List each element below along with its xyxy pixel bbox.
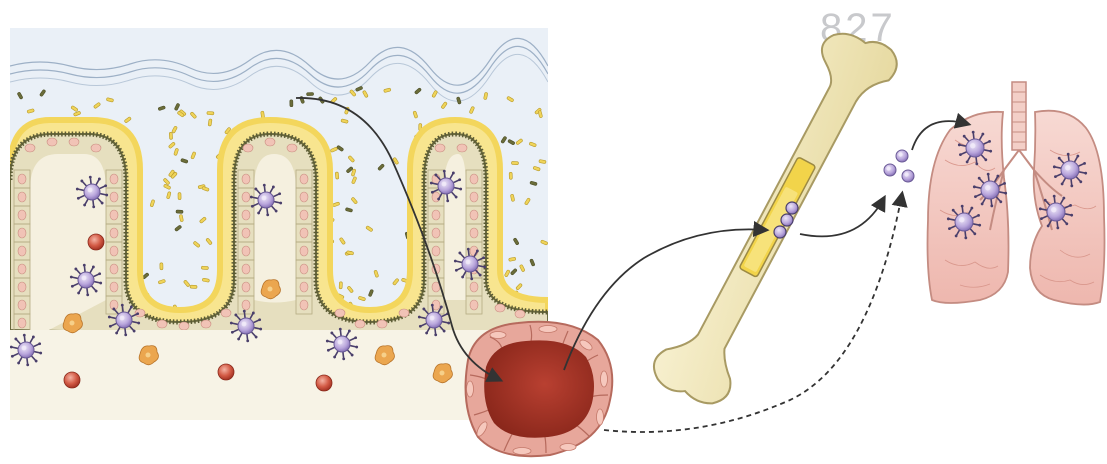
cell-nucleus [470, 300, 478, 310]
bacterium [201, 266, 208, 269]
cell-nucleus [179, 322, 189, 330]
cell-nucleus [242, 192, 250, 202]
cell-nucleus [435, 144, 445, 152]
marrow-precursor-cell [781, 214, 793, 226]
bacterium [207, 111, 214, 114]
cell-nucleus [18, 192, 26, 202]
cell-nucleus [432, 192, 440, 202]
bacterium [160, 263, 163, 270]
bacterium [178, 193, 181, 200]
bacterium [511, 161, 518, 164]
bacterium [190, 285, 197, 288]
macrophage-nucleus [382, 353, 387, 358]
cell-nucleus [110, 210, 118, 220]
cell-nucleus [432, 228, 440, 238]
cell-nucleus [157, 320, 167, 328]
cell-nucleus [242, 210, 250, 220]
circulating-precursor-cell [902, 170, 914, 182]
bacterium [176, 210, 183, 213]
cell-nucleus [18, 282, 26, 292]
cell-nucleus [18, 300, 26, 310]
circulating-precursor-cell [884, 164, 896, 176]
bacterium [335, 172, 339, 179]
cell-nucleus [91, 144, 101, 152]
cell-nucleus [242, 264, 250, 274]
cell-nucleus [25, 144, 35, 152]
bacterium [169, 132, 172, 139]
arrow-bone-marrow-to-circulation [800, 198, 884, 236]
cell-nucleus [300, 300, 308, 310]
cell-nucleus [300, 264, 308, 274]
bacterium [509, 172, 512, 179]
cell-nucleus [110, 282, 118, 292]
cell-nucleus [221, 309, 231, 317]
cell-nucleus [432, 246, 440, 256]
marrow-precursor-cell [774, 226, 786, 238]
cell-nucleus [470, 228, 478, 238]
cell-nucleus [470, 210, 478, 220]
bacterium [339, 282, 342, 289]
cell-nucleus [470, 282, 478, 292]
cell-nucleus [47, 138, 57, 146]
circulating-precursor-cell [896, 150, 908, 162]
cell-nucleus [470, 174, 478, 184]
cell-nucleus [287, 144, 297, 152]
macrophage-nucleus [268, 287, 273, 292]
cell-nucleus [18, 210, 26, 220]
cell-nucleus [300, 282, 308, 292]
cell-nucleus [18, 318, 26, 328]
cell-nucleus [243, 144, 253, 152]
cell-nucleus [242, 174, 250, 184]
cell-nucleus [432, 210, 440, 220]
cell-nucleus [399, 309, 409, 317]
cell-nucleus [265, 138, 275, 146]
cell-nucleus [377, 320, 387, 328]
cell-nucleus [242, 228, 250, 238]
cell-nucleus [335, 309, 345, 317]
macrophage-nucleus [440, 371, 445, 376]
cell-nucleus [18, 264, 26, 274]
red-cell [316, 375, 332, 391]
cell-nucleus [470, 192, 478, 202]
bacterium [307, 92, 314, 95]
cell-nucleus [242, 300, 250, 310]
cell-nucleus [201, 320, 211, 328]
cell-nucleus [355, 320, 365, 328]
cell-nucleus [300, 246, 308, 256]
macrophage-nucleus [146, 353, 151, 358]
cell-nucleus [110, 246, 118, 256]
cell-nucleus [110, 174, 118, 184]
marrow-precursor-cell [786, 202, 798, 214]
red-cell [64, 372, 80, 388]
cell-nucleus [69, 138, 79, 146]
lungs [928, 82, 1105, 305]
macrophage-nucleus [70, 321, 75, 326]
cell-nucleus [495, 304, 505, 312]
cell-nucleus [242, 282, 250, 292]
bacterium [290, 100, 293, 107]
cell-nucleus [18, 246, 26, 256]
cell-nucleus [300, 174, 308, 184]
blood-vessel [466, 322, 613, 456]
cell-nucleus [300, 228, 308, 238]
cell-nucleus [457, 144, 467, 152]
cell-nucleus [110, 228, 118, 238]
cell-nucleus [300, 210, 308, 220]
cell-nucleus [110, 264, 118, 274]
cell-nucleus [515, 310, 525, 318]
cell-nucleus [242, 246, 250, 256]
cell-nucleus [110, 192, 118, 202]
red-cell [218, 364, 234, 380]
cell-nucleus [300, 192, 308, 202]
red-cell [88, 234, 104, 250]
bone [646, 19, 907, 414]
vessel-lumen [484, 340, 594, 437]
cell-nucleus [18, 174, 26, 184]
cell-nucleus [18, 228, 26, 238]
